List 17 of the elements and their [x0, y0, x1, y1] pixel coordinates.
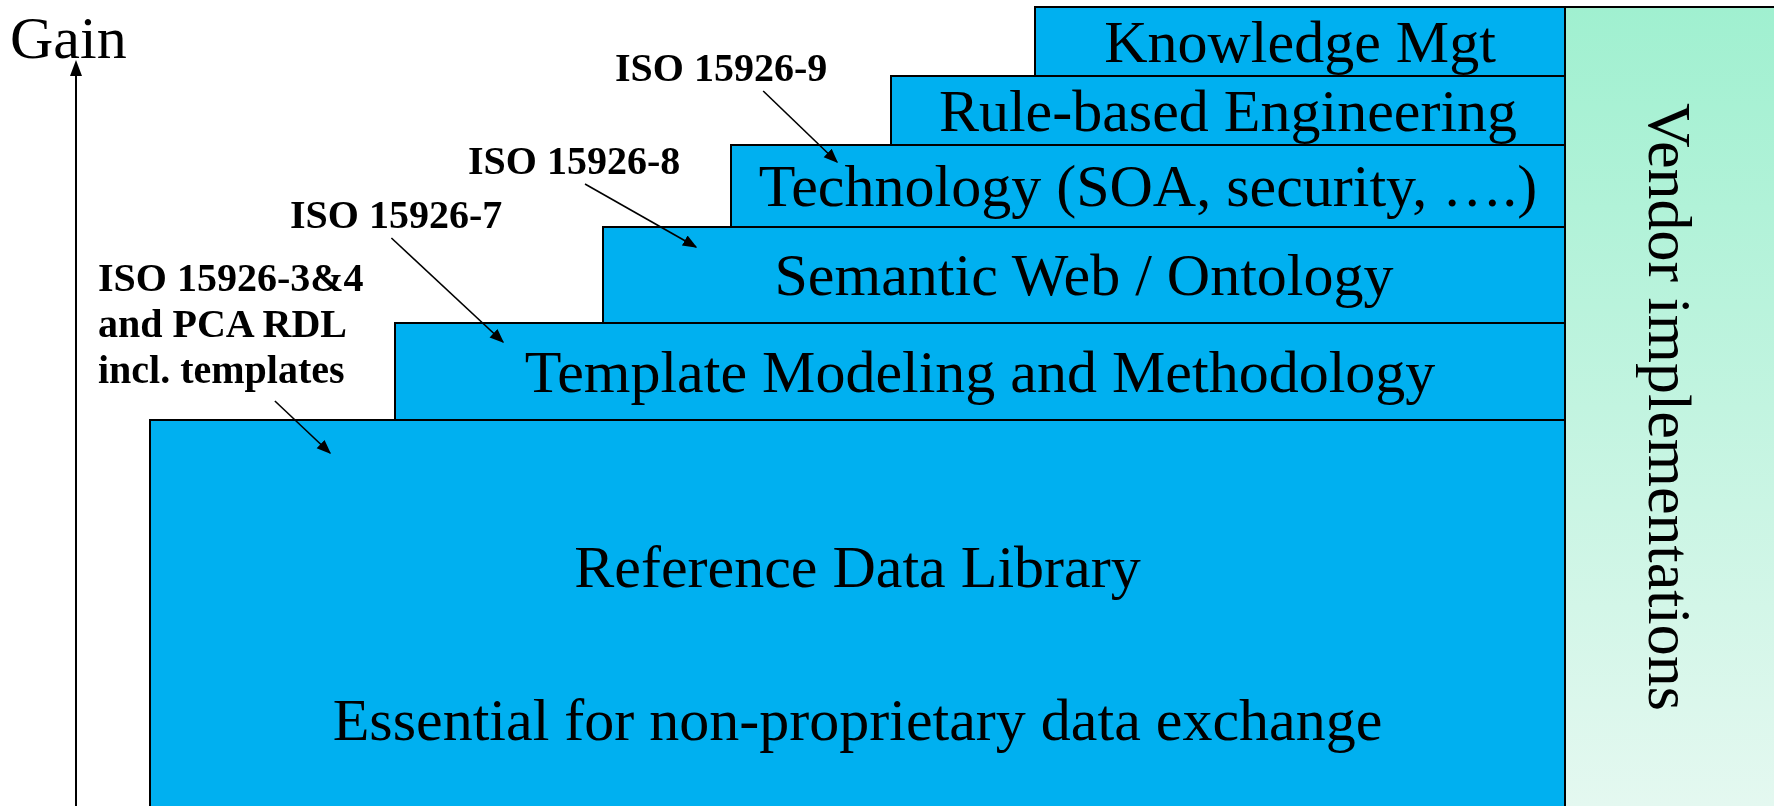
- layer-box: [890, 75, 1566, 146]
- layer-box: [149, 419, 1566, 806]
- standard-name: ISO 15926-7: [290, 192, 504, 238]
- leader-arrow: [584, 183, 698, 248]
- layer-box: [730, 144, 1566, 228]
- standard-name: ISO 15926-8: [468, 138, 682, 184]
- leader-arrow: [762, 90, 839, 163]
- axis-label: Gain: [10, 8, 127, 68]
- layer-box: [1034, 6, 1566, 77]
- vendor-bar: [1564, 6, 1774, 806]
- leader-arrow: [390, 237, 505, 343]
- standard-name: ISO 15926-9: [615, 45, 829, 91]
- leader-arrow: [274, 400, 332, 454]
- layer-box: [394, 322, 1566, 421]
- standard-name: ISO 15926-3&4 and PCA RDL incl. templates: [98, 255, 365, 393]
- layer-box: [602, 226, 1566, 324]
- layer-title: Reference Data Library: [574, 537, 1141, 598]
